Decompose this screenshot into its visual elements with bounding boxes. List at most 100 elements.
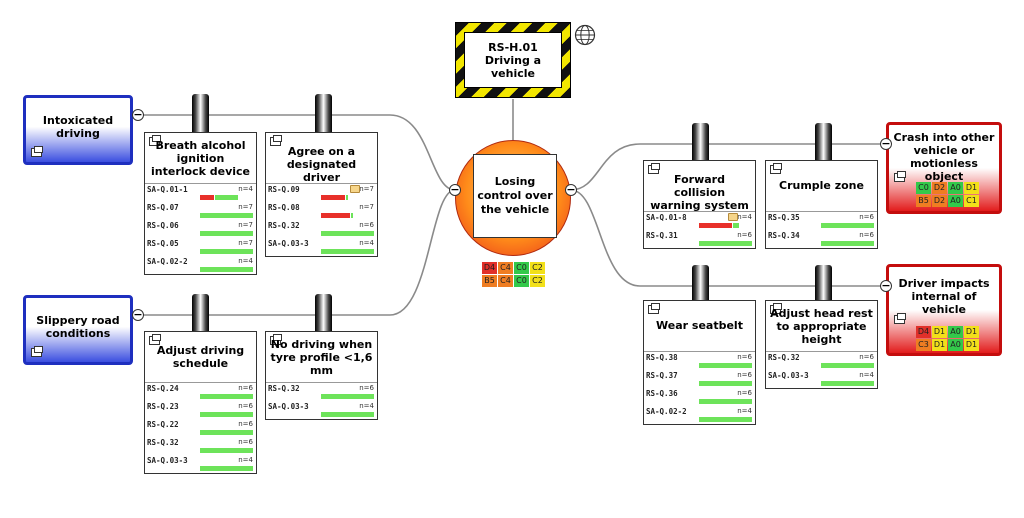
barrier-post [192,294,209,336]
audit-bar-green [200,267,253,272]
audit-count: n=7 [359,185,374,193]
consequence-collapse-toggle[interactable]: − [880,279,892,292]
audit-count: n=6 [238,420,253,428]
audit-label: SA-Q.03-3 [768,371,809,380]
audit-row[interactable]: SA-Q.03-3 n=4 [145,455,256,473]
barrier-post [815,265,832,307]
audit-row[interactable]: RS-Q.08 n=7 [266,202,377,220]
audit-count: n=7 [359,203,374,211]
audit-count: n=6 [859,231,874,239]
barrier-title: Wear seatbelt [656,319,743,332]
hazard-box[interactable]: RS-H.01 Driving a vehicle [455,22,571,98]
collapse-right-toggle[interactable]: − [565,183,577,196]
risk-cell: D1 [964,339,979,351]
audit-count: n=4 [238,456,253,464]
audit-bar-green [346,195,348,200]
risk-cell: B5 [482,275,497,287]
audit-count: n=4 [238,257,253,265]
audit-label: SA-Q.01-8 [646,213,687,222]
barrier-post [692,123,709,165]
audit-bar-green [215,195,238,200]
audit-count: n=7 [238,239,253,247]
audit-label: RS-Q.32 [147,438,179,447]
audit-label: RS-Q.07 [147,203,179,212]
consequence-collapse-toggle[interactable]: − [880,137,892,150]
collapse-left-toggle[interactable]: − [449,183,461,196]
audit-bar-red [200,195,214,200]
window-icon [648,303,660,314]
barrier-breath-alcohol-interlock[interactable]: Breath alcohol ignition interlock device… [144,132,257,275]
window-icon [894,313,906,324]
risk-cell: D1 [964,182,979,194]
audit-label: RS-Q.38 [646,353,678,362]
threat-collapse-toggle[interactable]: − [132,308,144,321]
comment-icon[interactable] [728,213,738,221]
barrier-post [192,94,209,136]
consequence-crash[interactable]: Crash into other vehicle or motionless o… [886,122,1002,214]
audit-row[interactable]: SA-Q.03-3 n=4 [266,401,377,419]
audit-label: SA-Q.03-3 [147,456,188,465]
audit-bar-green [321,249,374,254]
barrier-forward-collision-warning[interactable]: Forward collision warning system SA-Q.01… [643,160,756,249]
barrier-adjust-head-rest[interactable]: Adjust head rest to appropriate height R… [765,300,878,389]
barrier-no-driving-tyre-profile[interactable]: No driving when tyre profile <1,6 mm RS-… [265,331,378,420]
barrier-title: Agree on a designated driver [286,145,357,184]
audit-bar-green [200,448,253,453]
audit-label: SA-Q.02-2 [646,407,687,416]
risk-cell: C0 [514,262,529,274]
risk-cell: A0 [948,195,963,207]
threat-slippery-road[interactable]: Slippery road conditions [23,295,133,365]
threat-label: Intoxicated driving [42,114,114,140]
window-icon [31,346,43,357]
audit-label: RS-Q.36 [646,389,678,398]
window-icon [648,163,660,174]
audit-label: SA-Q.03-3 [268,402,309,411]
threat-intoxicated-driving[interactable]: Intoxicated driving [23,95,133,165]
window-icon [894,171,906,182]
audit-bar-green [200,466,253,471]
audit-label: RS-Q.08 [268,203,300,212]
threat-collapse-toggle[interactable]: − [132,108,144,121]
barrier-post [692,265,709,307]
audit-bar-green [200,213,253,218]
comment-icon[interactable] [350,185,360,193]
audit-count: n=4 [359,402,374,410]
top-event[interactable]: Losing control over the vehicle [455,140,571,256]
audit-bar-green [821,381,874,386]
globe-icon [574,24,596,46]
audit-bar-green [821,223,874,228]
audit-bar-green [699,417,752,422]
risk-cell: D1 [932,339,947,351]
window-icon [270,334,282,345]
barrier-title: Crumple zone [779,179,864,192]
